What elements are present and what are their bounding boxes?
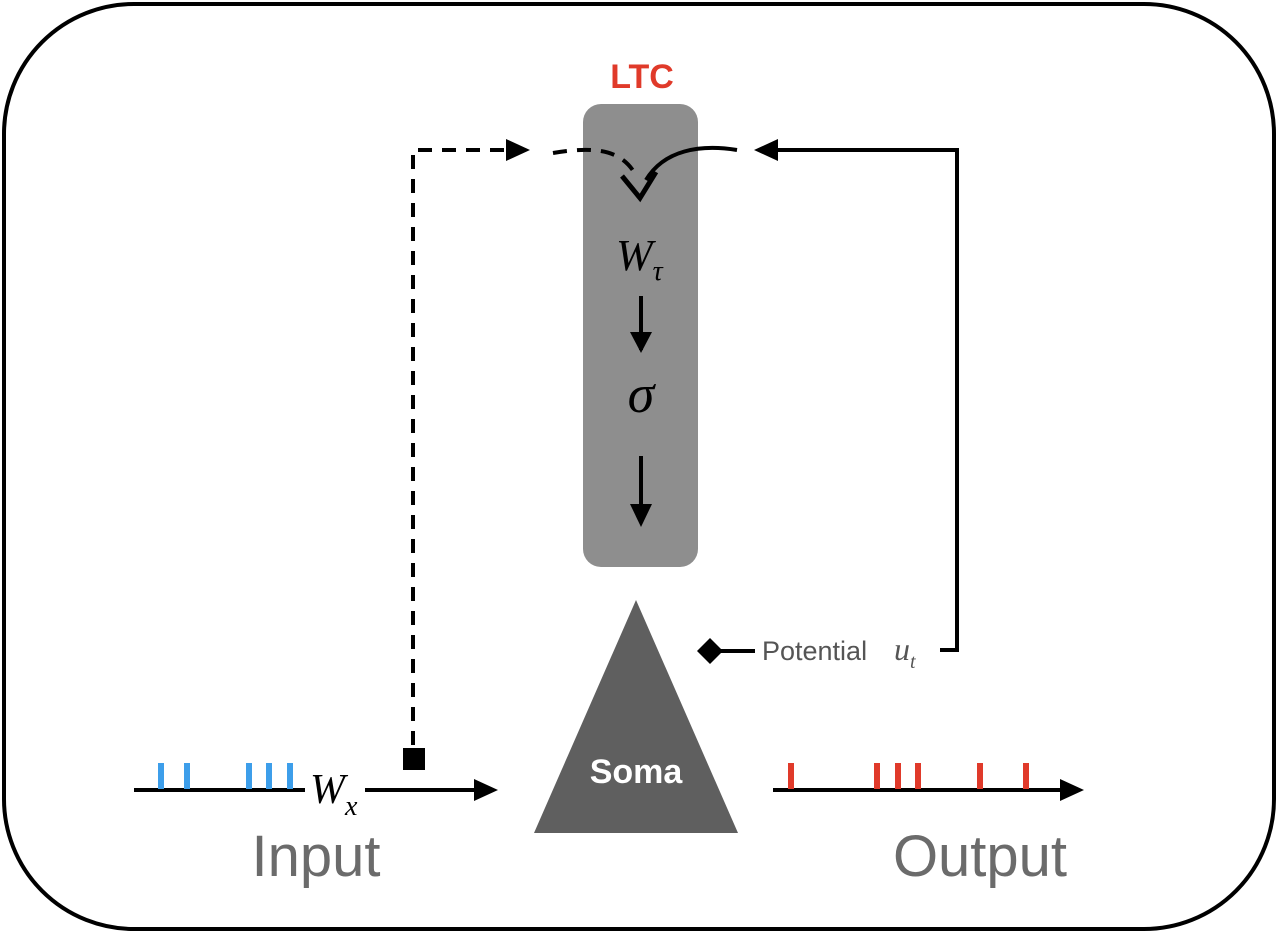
output-spike-train [788, 763, 1029, 789]
potential-symbol-subscript: t [910, 651, 916, 673]
output-label: Output [893, 824, 1067, 889]
input-arrowhead [474, 779, 498, 801]
output-spike-3 [895, 763, 901, 789]
ltc-weight-subscript: τ [653, 256, 664, 287]
ltc-weight-symbol: W [616, 231, 656, 280]
potential-symbol: ut [894, 631, 916, 673]
ltc-merge-arrowhead [620, 170, 659, 203]
input-spike-2 [184, 763, 190, 789]
output-arrowhead [1060, 779, 1084, 801]
output-spike-6 [1023, 763, 1029, 789]
ltc-merge-solid-curve [644, 145, 738, 182]
input-weight-symbol: W [310, 767, 349, 813]
ltc-activation-symbol: σ [628, 364, 657, 424]
input-spike-3 [246, 763, 252, 789]
output-spike-4 [915, 763, 921, 789]
potential-feedback-path [775, 148, 959, 652]
output-spike-5 [977, 763, 983, 789]
potential-diamond-icon [697, 638, 723, 664]
output-spike-1 [788, 763, 794, 789]
input-to-ltc-dashed-arrowhead [506, 139, 530, 161]
ltc-inner-arrowhead-1 [630, 332, 652, 353]
input-weight-label: Wx [310, 767, 358, 822]
ltc-inner-arrowhead-2 [630, 504, 652, 527]
input-weight-subscript: x [344, 791, 358, 822]
input-to-ltc-dashed-path [411, 148, 510, 745]
input-tap-square [403, 748, 425, 770]
potential-label-text: Potential [762, 636, 867, 666]
input-spike-train [158, 763, 293, 789]
potential-feedback-arrowhead [754, 139, 778, 161]
input-spike-4 [266, 763, 272, 789]
ltc-merge-dashed-curve [552, 147, 636, 174]
ltc-label: LTC [610, 58, 674, 96]
input-spike-5 [287, 763, 293, 789]
potential-label: Potential [762, 636, 867, 666]
ltc-weight-label: Wτ [616, 231, 664, 287]
soma-triangle [534, 600, 738, 833]
input-spike-1 [158, 763, 164, 789]
potential-symbol-main: u [894, 631, 910, 667]
soma-label: Soma [590, 753, 684, 791]
input-label: Input [252, 824, 381, 889]
output-spike-2 [874, 763, 880, 789]
